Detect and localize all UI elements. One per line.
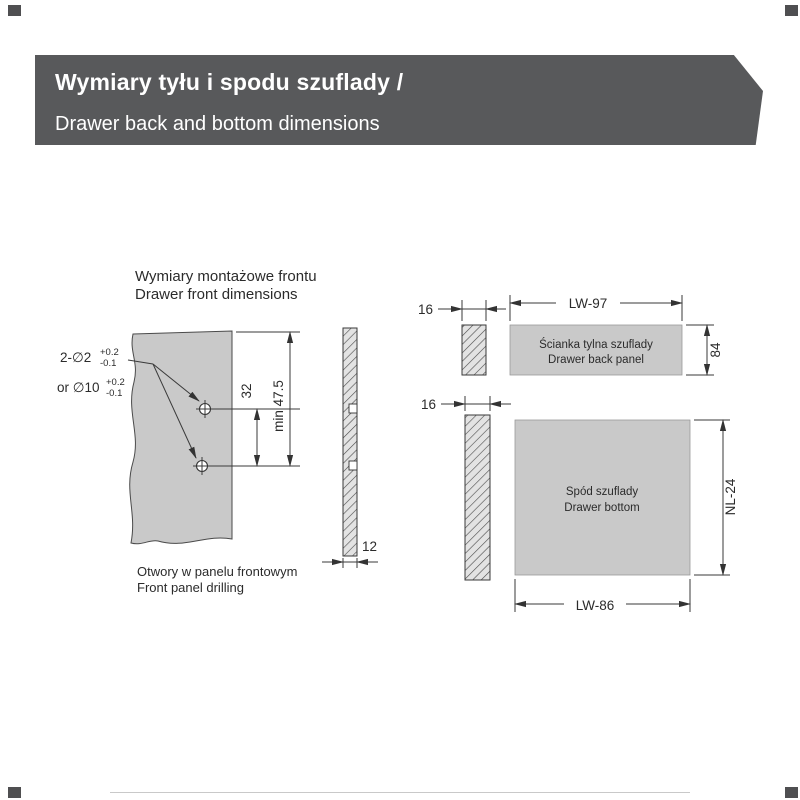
hole-tolerance-plus-1: +0.2 [100, 347, 119, 358]
back-thickness-label: 16 [418, 302, 433, 317]
bottom-thickness-label: 16 [421, 397, 436, 412]
drill-hole-bottom [193, 457, 211, 475]
back-dimension-height: 84 [686, 324, 723, 376]
hole-tolerance-minus-1: -0.1 [100, 358, 116, 369]
front-caption-en: Front panel drilling [137, 580, 244, 595]
back-panel-label-en: Drawer back panel [548, 354, 644, 366]
drawer-bottom-diagram: 16 Spód szuflady Drawer bottom NL-24 LW-… [421, 396, 738, 613]
hole-diameter-labels: 2-∅2 +0.2 -0.1 or ∅10 +0.2 -0.1 [57, 347, 125, 399]
front-caption-pl: Otwory w panelu frontowym [137, 564, 297, 579]
crop-mark-top-left [8, 5, 21, 16]
hole-label-line2: or ∅10 [57, 380, 100, 395]
drill-hole-top [196, 400, 214, 418]
front-panel-face [129, 330, 233, 545]
back-width-label-bg [556, 294, 620, 311]
bottom-panel-label-en: Drawer bottom [564, 502, 639, 514]
dimension-min475-label: min 47.5 [271, 380, 286, 432]
front-diagram-title-en: Drawer front dimensions [135, 286, 298, 303]
bottom-dimension-width: LW-86 [514, 579, 691, 613]
hole-leader-arrows [127, 359, 200, 459]
dimension-panel-thickness: 12 [322, 539, 378, 568]
hole-tolerance-plus-2: +0.2 [106, 377, 125, 388]
side-view-hole-bottom [348, 460, 358, 471]
back-panel-label-pl: Ścianka tylna szuflady [539, 338, 653, 351]
side-view-hole-top [348, 403, 358, 414]
hole-label-line1: 2-∅2 [60, 350, 91, 365]
front-panel-side-view [342, 327, 358, 557]
dimension-hole-spacing: 32 [239, 383, 261, 467]
bottom-width-label: LW-86 [576, 598, 615, 613]
front-diagram-title-pl: Wymiary montażowe frontu [135, 268, 317, 285]
front-panel-diagram: Wymiary montażowe frontu Drawer front di… [57, 268, 378, 595]
dimension-12-label: 12 [362, 539, 377, 554]
section-header-banner: Wymiary tyłu i spodu szuflady / Drawer b… [35, 55, 763, 145]
crop-mark-bottom-left [8, 787, 21, 798]
back-dimension-16: 16 [418, 300, 506, 321]
back-panel-section-strip [461, 324, 487, 376]
bottom-panel-face [514, 419, 691, 576]
crop-mark-bottom-right [785, 787, 798, 798]
back-height-label: 84 [708, 342, 723, 358]
hole-tolerance-minus-2: -0.1 [106, 388, 122, 399]
section-title-english: Drawer back and bottom dimensions [55, 113, 380, 135]
back-width-label: LW-97 [569, 296, 608, 311]
section-title-polish: Wymiary tyłu i spodu szuflady / [55, 69, 404, 95]
bottom-panel-section-strip [464, 414, 491, 581]
crop-mark-top-right [785, 5, 798, 16]
dimension-min-475: min 47.5 [271, 331, 294, 467]
back-panel-face [509, 324, 683, 376]
bottom-dimension-depth: NL-24 [694, 419, 738, 576]
bottom-panel-label-pl: Spód szuflady [566, 486, 638, 498]
dimension-32-label: 32 [239, 383, 254, 398]
bottom-depth-label: NL-24 [723, 478, 738, 515]
bottom-dimension-16: 16 [421, 396, 511, 412]
drawer-back-panel-diagram: 16 Ścianka tylna szuflady Drawer back pa… [418, 294, 723, 376]
bottom-width-label-bg [564, 596, 626, 613]
footer-rule [110, 792, 690, 793]
back-dimension-width: LW-97 [509, 294, 683, 321]
